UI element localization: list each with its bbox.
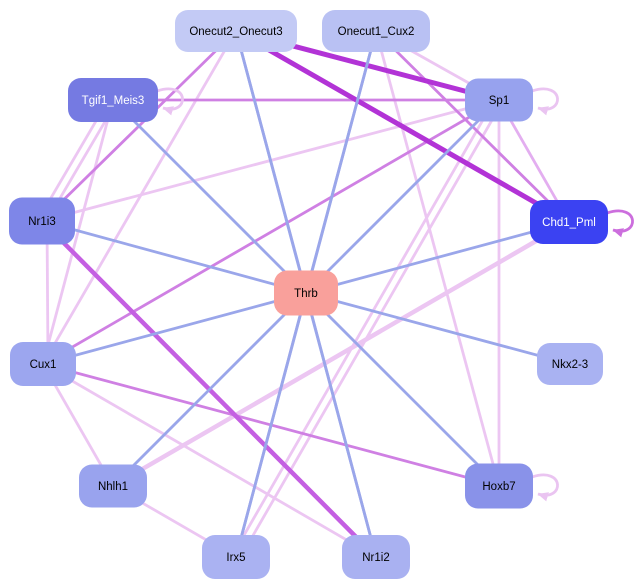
edge-Chd1_Pml-to-Nhlh1 <box>113 220 571 487</box>
node-shape[interactable] <box>202 535 270 579</box>
edge-Cux1-to-Nr1i2 <box>42 362 375 558</box>
edge-Nr1i3-to-Cux1 <box>43 221 53 363</box>
node-Nhlh1[interactable]: Nhlh1 <box>79 464 147 508</box>
edge-Sp1-to-Cux1 <box>44 98 500 365</box>
edge-Hoxb7-to-Onecut1_Cux2 <box>374 32 501 487</box>
edge-Tgif1_Meis3-to-Thrb <box>112 99 306 293</box>
node-Tgif1_Meis3[interactable]: Tgif1_Meis3 <box>68 78 158 122</box>
node-Onecut2_Onecut3[interactable]: Onecut2_Onecut3 <box>175 10 297 52</box>
edge-Irx5-to-Sp1 <box>231 99 496 556</box>
self-loop-Hoxb7 <box>531 473 559 502</box>
edge-Sp1-to-Irx5 <box>239 101 504 558</box>
self-loop-Chd1_Pml <box>606 209 634 238</box>
edge-Sp1-to-Thrb <box>306 99 500 293</box>
edge-Chd1_Pml-to-Thrb <box>307 220 570 295</box>
node-Nkx2-3[interactable]: Nkx2-3 <box>537 343 603 385</box>
node-shape[interactable] <box>322 10 430 52</box>
node-shape[interactable] <box>10 342 76 386</box>
edge-Cux1-to-Thrb <box>42 291 305 366</box>
node-Hoxb7[interactable]: Hoxb7 <box>465 463 533 509</box>
edge-Hoxb7-to-Thrb <box>306 293 500 487</box>
edge-Nr1i3-to-Thrb <box>41 219 305 295</box>
node-shape[interactable] <box>537 343 603 385</box>
node-shape[interactable] <box>274 270 338 316</box>
node-Cux1[interactable]: Cux1 <box>10 342 76 386</box>
node-Irx5[interactable]: Irx5 <box>202 535 270 579</box>
node-shape[interactable] <box>79 464 147 508</box>
node-shape[interactable] <box>465 463 533 509</box>
node-shape[interactable] <box>342 535 410 579</box>
edge-Nhlh1-to-Thrb <box>112 293 306 487</box>
node-shape[interactable] <box>530 200 608 244</box>
node-shape[interactable] <box>68 78 158 122</box>
self-loop-Tgif1_Meis3 <box>156 87 184 116</box>
edge-Nkx2-3-to-Thrb <box>307 291 571 366</box>
self-loop-Sp1 <box>531 87 559 116</box>
node-Onecut1_Cux2[interactable]: Onecut1_Cux2 <box>322 10 430 52</box>
node-Sp1[interactable]: Sp1 <box>465 78 533 122</box>
node-Nr1i2[interactable]: Nr1i2 <box>342 535 410 579</box>
edge-Chd1_Pml-to-Onecut2_Onecut3 <box>236 29 571 225</box>
node-Chd1_Pml[interactable]: Chd1_Pml <box>530 200 608 244</box>
node-Thrb[interactable]: Thrb <box>274 270 338 316</box>
node-shape[interactable] <box>9 197 75 245</box>
edge-Nr1i3-to-Nr1i2 <box>40 219 377 558</box>
node-shape[interactable] <box>175 10 297 52</box>
node-shape[interactable] <box>465 78 533 122</box>
edge-Onecut2_Onecut3-to-Cux1 <box>42 30 238 363</box>
node-Nr1i3[interactable]: Nr1i3 <box>9 197 75 245</box>
